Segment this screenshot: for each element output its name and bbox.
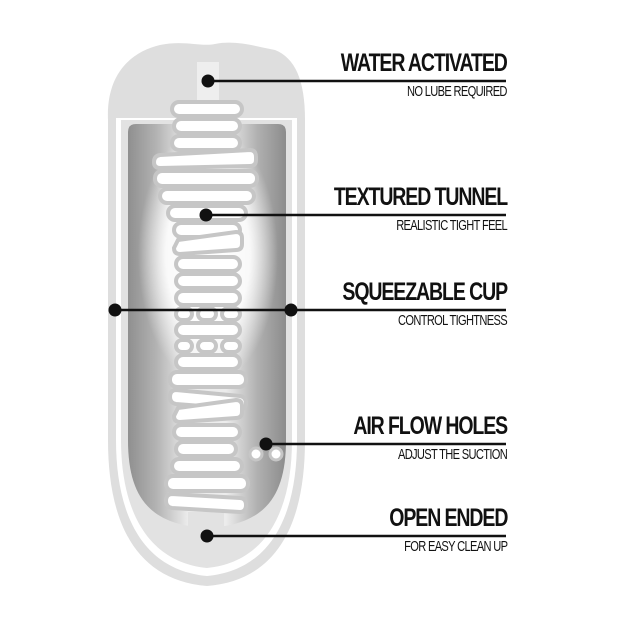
air-flow-holes [248,446,284,462]
callout-air-flow-holes [259,437,506,451]
feature-subtitle: NO LUBE REQUIRED [407,83,507,100]
callout-open-ended [200,529,506,543]
callout-water-activated [201,74,506,88]
label-air-flow-holes: AIR FLOW HOLES ADJUST THE SUCTION [310,412,508,464]
feature-subtitle: ADJUST THE SUCTION [397,446,508,463]
textured-ribs [138,100,278,515]
feature-title: WATER ACTIVATED [341,49,508,77]
callout-textured-tunnel [199,208,506,222]
feature-subtitle: REALISTIC TIGHT FEEL [396,217,508,234]
label-textured-tunnel: TEXTURED TUNNEL REALISTIC TIGHT FEEL [285,183,508,235]
callout-squeezable-cup [108,303,506,317]
label-water-activated: WATER ACTIVATED NO LUBE REQUIRED [294,49,508,101]
feature-title: OPEN ENDED [388,504,508,532]
label-open-ended: OPEN ENDED FOR EASY CLEAN UP [356,504,508,556]
label-squeezable-cup: SQUEEZABLE CUP CONTROL TIGHTNESS [296,278,508,330]
feature-title: AIR FLOW HOLES [353,412,508,440]
feature-title: SQUEEZABLE CUP [342,278,508,306]
feature-subtitle: FOR EASY CLEAN UP [403,538,508,555]
feature-subtitle: CONTROL TIGHTNESS [398,312,508,329]
feature-title: TEXTURED TUNNEL [333,183,508,211]
